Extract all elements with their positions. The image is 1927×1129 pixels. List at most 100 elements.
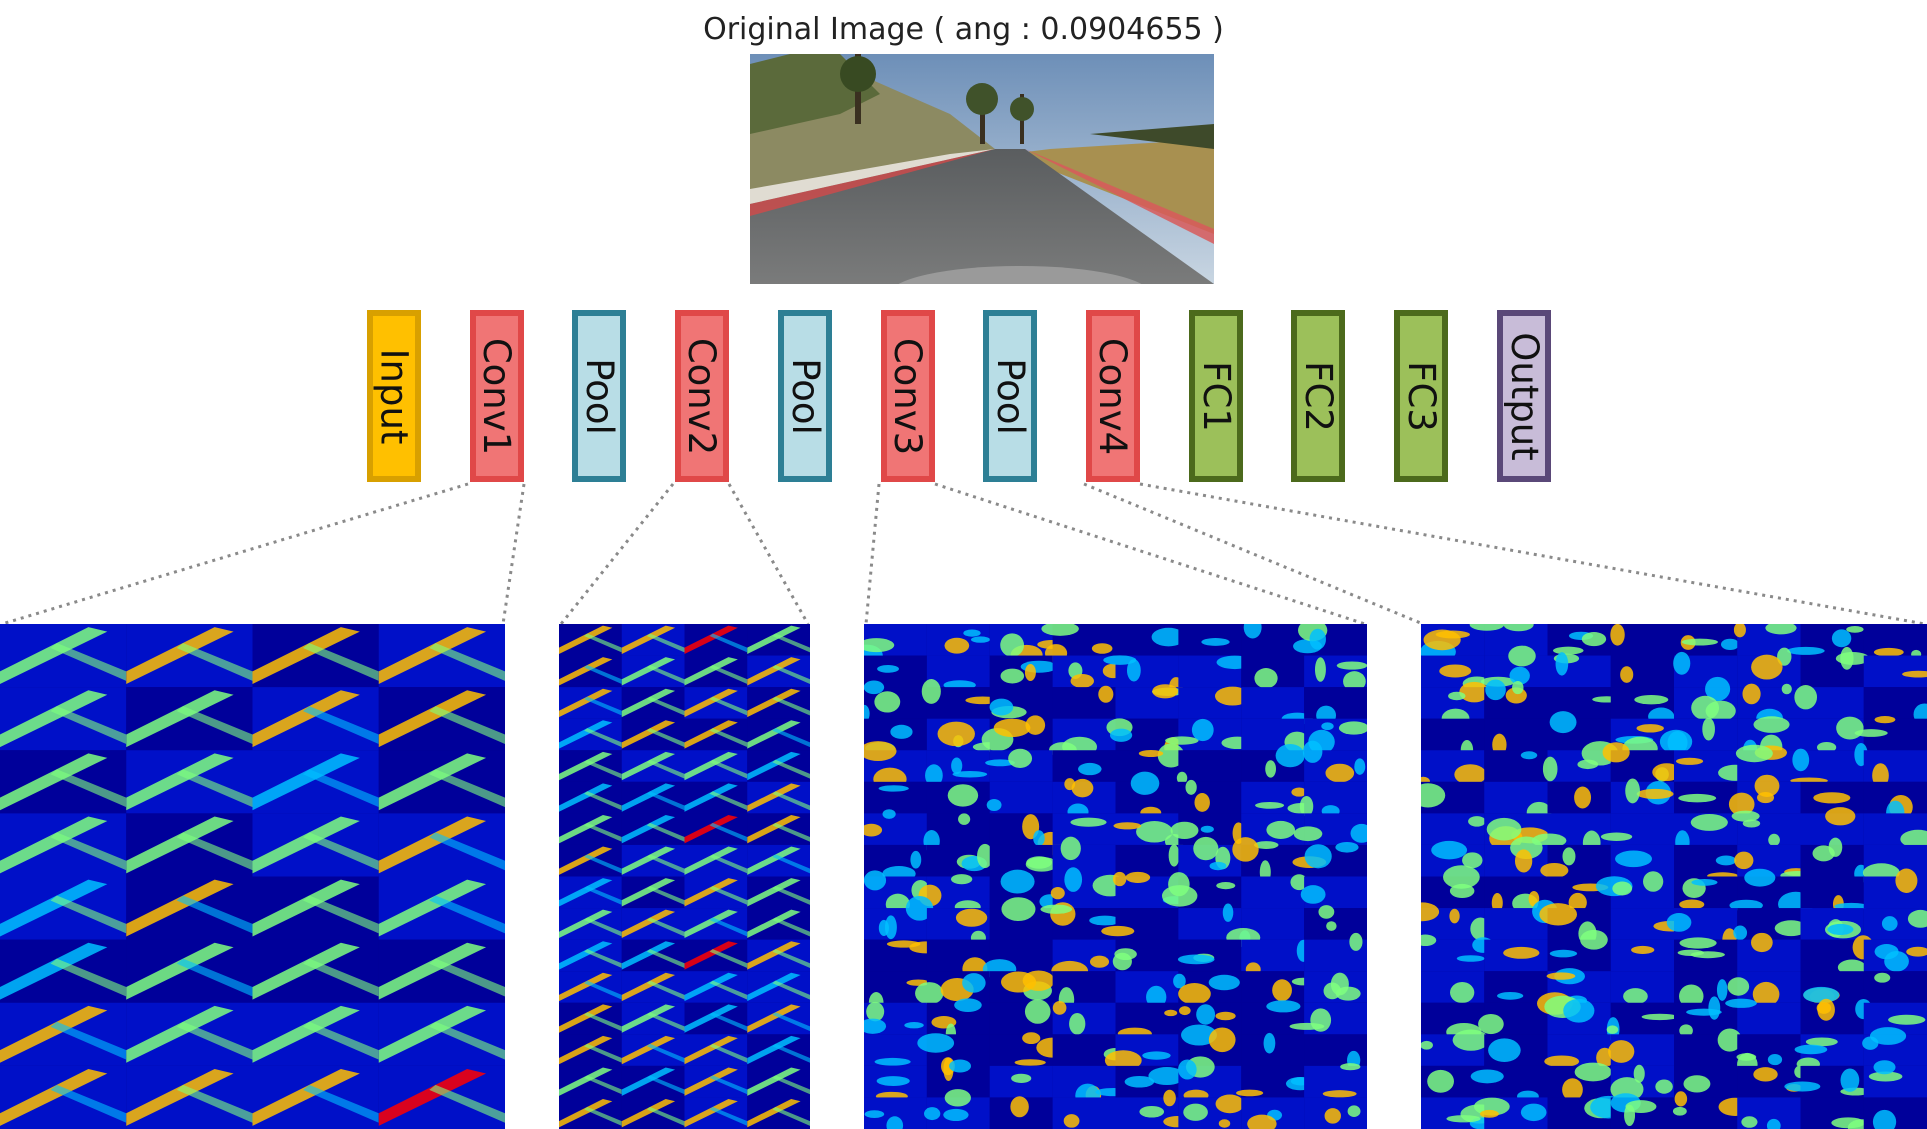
feature-map-cell xyxy=(864,655,927,688)
feature-map-cell xyxy=(1674,971,1738,1008)
feature-map-cell xyxy=(1610,971,1674,1005)
feature-map-cell xyxy=(1484,971,1548,1003)
feature-map-cell xyxy=(1800,935,1874,976)
feature-map-cell xyxy=(378,624,505,688)
feature-map-cell xyxy=(378,687,505,751)
feature-map-cell xyxy=(684,1002,748,1035)
feature-map-cell xyxy=(1800,971,1864,1005)
feature-map-cell xyxy=(1469,624,1548,656)
feature-map-cell xyxy=(747,939,810,972)
feature-map-cell xyxy=(684,1065,748,1098)
feature-map-cell xyxy=(1610,939,1674,972)
feature-map-cell xyxy=(1178,624,1242,656)
feature-map-cell xyxy=(1236,1065,1315,1098)
feature-map-cell xyxy=(1674,676,1738,722)
feature-map-cell xyxy=(1115,971,1179,1009)
feature-map-cell xyxy=(1421,934,1494,972)
feature-map-cell xyxy=(1302,740,1367,783)
feature-map-cell xyxy=(923,813,990,853)
feature-map-cell xyxy=(1052,685,1116,719)
feature-map-cell xyxy=(559,1002,622,1035)
feature-map-cell xyxy=(1173,971,1242,1005)
feature-map-cell xyxy=(1794,685,1864,719)
feature-map-cell xyxy=(684,876,748,909)
feature-map-cell xyxy=(1421,813,1486,845)
feature-map-cell xyxy=(684,781,748,814)
feature-map-cell xyxy=(1537,992,1611,1035)
feature-map-cell xyxy=(747,1065,810,1098)
connector-line xyxy=(501,483,526,625)
feature-map-cell xyxy=(1178,836,1242,877)
feature-map-cell xyxy=(559,971,622,1003)
feature-map-cell xyxy=(1863,750,1927,788)
feature-map-cell xyxy=(915,971,990,1005)
feature-map-cell xyxy=(1787,624,1864,656)
feature-map-cell xyxy=(1800,1097,1877,1129)
feature-map-cell xyxy=(989,897,1053,940)
feature-map-cell xyxy=(1731,810,1801,847)
feature-map-cell xyxy=(378,750,505,814)
feature-map-cell xyxy=(1113,813,1184,850)
feature-map-cell xyxy=(1421,624,1485,663)
feature-map-cell xyxy=(1800,908,1864,940)
feature-map-cell xyxy=(1304,1063,1367,1098)
feature-map-cell xyxy=(559,624,622,656)
feature-map-cell xyxy=(1165,718,1254,751)
layer-box-conv4: Conv4 xyxy=(1086,310,1140,482)
feature-map-cell xyxy=(1542,741,1619,782)
feature-map-cell xyxy=(1052,1097,1116,1129)
feature-map-cell xyxy=(621,876,685,909)
feature-map-cell xyxy=(1733,624,1801,656)
feature-map-cell xyxy=(126,750,253,814)
feature-map-cell xyxy=(1300,876,1367,909)
feature-map-cell xyxy=(1478,1002,1548,1035)
feature-map-cell xyxy=(684,908,748,940)
connector-line xyxy=(727,483,810,625)
feature-map-cell xyxy=(1052,750,1116,782)
feature-map-cell xyxy=(1241,1000,1305,1035)
feature-map-cell xyxy=(1293,813,1367,845)
feature-map-cell xyxy=(1421,840,1485,877)
feature-map-cell xyxy=(1800,646,1870,688)
feature-map-cell xyxy=(1170,813,1245,845)
feature-map-cell xyxy=(981,715,1053,752)
feature-map-cell xyxy=(989,655,1058,688)
feature-map-cell xyxy=(1608,1034,1674,1066)
feature-map-cell xyxy=(1674,876,1738,910)
feature-map-cell xyxy=(864,1097,927,1129)
feature-map-cell xyxy=(1304,1034,1367,1070)
feature-map-cell xyxy=(621,813,685,845)
feature-map-cell xyxy=(252,876,379,940)
feature-map-cell xyxy=(926,624,991,656)
feature-map-cell xyxy=(1863,868,1927,909)
feature-map-cell xyxy=(684,750,748,782)
feature-map-cell xyxy=(1863,1060,1927,1098)
feature-map-cell xyxy=(621,971,685,1003)
feature-map-cell xyxy=(1725,998,1801,1035)
feature-map-cell xyxy=(1674,1028,1742,1066)
feature-map-cell xyxy=(621,781,685,814)
feature-map-cell xyxy=(1176,750,1242,785)
feature-map-cell xyxy=(378,876,505,940)
feature-map-cell xyxy=(989,687,1053,719)
feature-map-cell xyxy=(684,718,748,751)
feature-map-cell xyxy=(1659,717,1738,755)
feature-map-cell xyxy=(126,1002,253,1066)
feature-map-cell xyxy=(1178,686,1251,719)
feature-map-cell xyxy=(1421,902,1491,941)
feature-map-cell xyxy=(1421,750,1487,787)
feature-map-cell xyxy=(1115,844,1180,877)
feature-map-cell xyxy=(1484,679,1548,719)
feature-map-cell xyxy=(1673,651,1738,688)
feature-map-cell xyxy=(1052,813,1116,845)
feature-map-cell xyxy=(1863,655,1927,688)
feature-map-cell xyxy=(1178,1056,1242,1102)
layer-box-conv2: Conv2 xyxy=(675,310,729,482)
feature-map-cell xyxy=(1729,868,1814,917)
feature-map-cell xyxy=(559,813,622,845)
feature-map-cell xyxy=(684,624,748,656)
layer-box-fc1: FC1 xyxy=(1189,310,1243,482)
feature-map-cell xyxy=(1292,842,1367,877)
layer-box-input: Input xyxy=(367,310,421,482)
feature-map-cell xyxy=(559,718,622,751)
